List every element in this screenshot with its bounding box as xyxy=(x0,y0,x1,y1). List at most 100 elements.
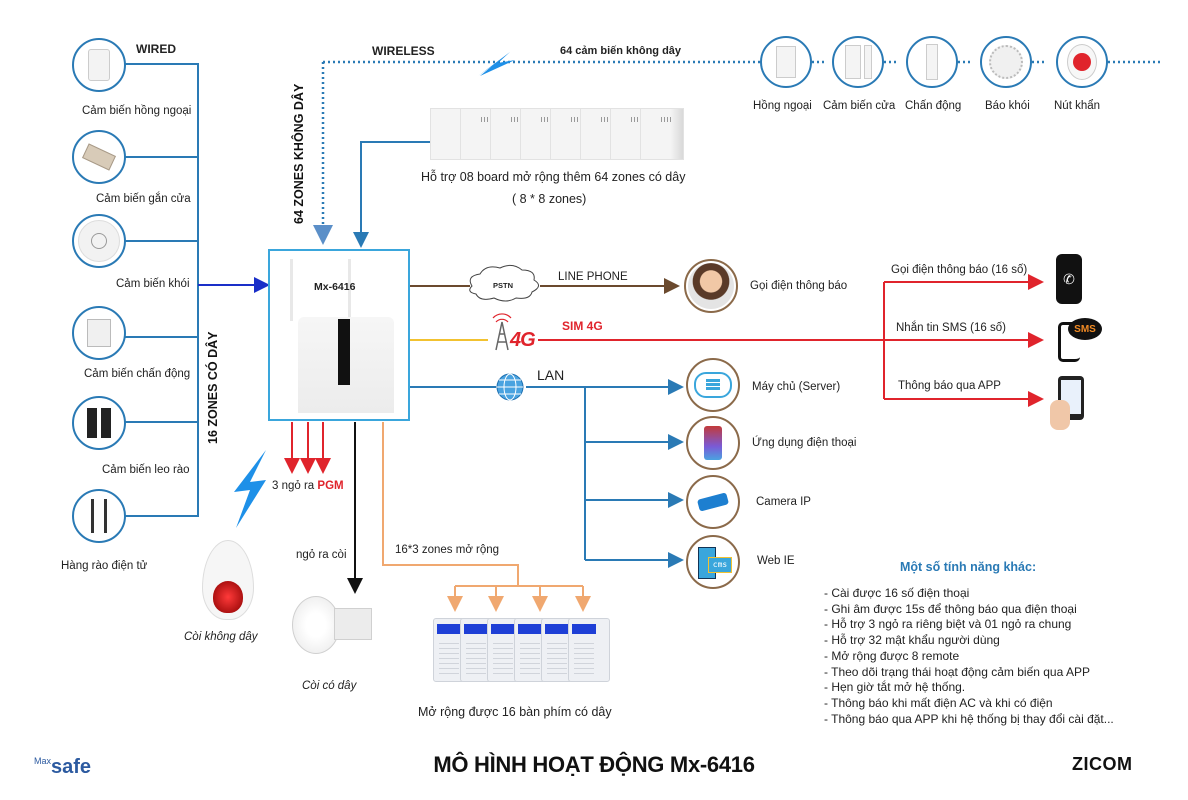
smoke-sensor-icon xyxy=(980,36,1032,88)
wireless-sensor-label: Chấn động xyxy=(905,100,962,112)
alarm-panel[interactable]: Mx-6416 xyxy=(268,249,410,421)
logo-prefix: Max xyxy=(34,756,52,766)
wireless-siren-label: Còi không dây xyxy=(184,631,258,643)
4g-tower-icon xyxy=(492,313,512,351)
panel-led-strip xyxy=(338,319,350,385)
wired-sensor-label: Cảm biến chấn động xyxy=(84,368,191,380)
vibration-sensor-icon xyxy=(72,306,126,360)
fence-sensor-icon xyxy=(72,396,126,450)
wired-sensor-label: Cảm biến hồng ngoại xyxy=(82,105,192,117)
mobile-app-icon xyxy=(686,416,740,470)
vibration-sensor-icon xyxy=(906,36,958,88)
wireless-dotted-line xyxy=(313,60,1160,245)
panel-body xyxy=(298,317,394,413)
keypad-screen xyxy=(518,624,542,634)
panel-model: Mx-6416 xyxy=(314,281,356,293)
zicom-logo: ZICOM xyxy=(1072,754,1133,774)
feature-item: - Hỗ trợ 32 mật khẩu người dùng xyxy=(824,633,1000,648)
keypad-keys xyxy=(466,639,486,675)
keypad-keys xyxy=(547,639,567,675)
keypad-screen xyxy=(491,624,515,634)
sms-icon: SMS xyxy=(1068,318,1102,340)
keypad-zones-label: 16*3 zones mở rộng xyxy=(395,544,500,556)
wireless-lightning-icon xyxy=(478,52,515,76)
wired-sensor-label: Cảm biến leo rào xyxy=(102,464,190,476)
web-cms-icon: cms xyxy=(686,535,740,589)
board-vents xyxy=(601,117,613,122)
wireless-sensor-label: Nút khẩn xyxy=(1054,100,1101,112)
feature-item: - Hẹn giờ tắt mở hệ thống. xyxy=(824,680,966,695)
feature-item: - Thông báo khi mất điện AC và khi có đi… xyxy=(824,695,1053,710)
feature-item: - Theo dõi trạng thái hoạt động cảm biến… xyxy=(824,664,1090,679)
wired-sensor-label: Cảm biến khói xyxy=(116,278,190,290)
pgm-highlight: PGM xyxy=(317,480,344,492)
antenna xyxy=(290,259,293,321)
pgm-label: 3 ngỏ ra PGM xyxy=(272,480,344,492)
line-phone-label: LINE PHONE xyxy=(558,271,628,283)
expansion-sublabel: ( 8 * 8 zones) xyxy=(512,192,587,206)
wired-bus xyxy=(124,63,199,517)
feature-item: - Cài được 16 số điện thoại xyxy=(824,586,970,600)
wired-siren-icon xyxy=(292,596,340,654)
expansion-label: Hỗ trợ 08 board mở rộng thêm 64 zones có… xyxy=(421,170,686,184)
pir-sensor-icon xyxy=(72,38,126,92)
keypad-icon xyxy=(433,618,465,682)
keypad-keys xyxy=(493,639,513,675)
feature-item: - Ghi âm được 15s để thông báo qua điện … xyxy=(824,601,1077,616)
features-list: - Cài được 16 số điện thoại- Ghi âm được… xyxy=(824,586,1114,727)
page-title: MÔ HÌNH HOẠT ĐỘNG Mx-6416 xyxy=(433,752,755,777)
keypad-caption: Mở rộng được 16 bàn phím có dây xyxy=(418,705,612,719)
panic-button-icon xyxy=(1056,36,1108,88)
feature-item: - Mở rộng được 8 remote xyxy=(824,648,960,663)
keypad-screen xyxy=(437,624,461,634)
pstn-cloud-icon xyxy=(469,264,539,302)
keypad-icon xyxy=(568,618,610,682)
wireless-sensor-label: Báo khói xyxy=(985,100,1030,112)
lan-target-label: Ứng dụng điện thoại xyxy=(752,437,857,449)
pir-sensor-icon xyxy=(760,36,812,88)
board-vents xyxy=(511,117,523,122)
notification-label: Gọi điện thông báo (16 số) xyxy=(891,264,1028,276)
caller-avatar-icon xyxy=(684,259,738,313)
lan-target-label: Máy chủ (Server) xyxy=(752,381,841,393)
pgm-arrows xyxy=(284,422,331,474)
board-vents xyxy=(481,117,493,122)
cms-badge: cms xyxy=(708,557,732,573)
keypad-icon xyxy=(514,618,546,682)
4g-badge: 4G xyxy=(510,329,536,351)
board-vents xyxy=(541,117,553,122)
ip-camera-icon xyxy=(686,475,740,529)
notification-label: Nhắn tin SMS (16 số) xyxy=(896,322,1006,334)
wireless-siren-icon xyxy=(202,540,254,620)
board-vents xyxy=(631,117,643,122)
sim-4g-label: SIM 4G xyxy=(562,319,603,333)
board-vents xyxy=(571,117,583,122)
globe-icon xyxy=(496,373,524,401)
maxsafe-logo: Maxsafe xyxy=(34,756,91,779)
door-sensor-icon xyxy=(832,36,884,88)
antenna xyxy=(348,259,351,321)
siren-lightning-icon xyxy=(234,450,266,528)
lan-label: LAN xyxy=(537,367,565,383)
wireless-sensor-label: Hồng ngoại xyxy=(753,100,812,112)
keypad-screen xyxy=(572,624,596,634)
hand-icon xyxy=(1050,400,1070,430)
wireless-count-label: 64 cảm biến không dây xyxy=(560,45,682,57)
keypad-keys xyxy=(520,639,540,675)
expansion-board-icon xyxy=(640,108,684,160)
pstn-target-label: Gọi điện thông báo xyxy=(750,280,848,292)
smoke-sensor-icon xyxy=(72,214,126,268)
wireless-sensor-label: Cảm biến cửa xyxy=(823,100,896,112)
features-heading: Một số tính năng khác: xyxy=(900,560,1037,574)
keypad-screen xyxy=(464,624,488,634)
logo-name: safe xyxy=(51,756,92,778)
electric-fence-icon xyxy=(72,489,126,543)
keypad-keys xyxy=(574,639,594,675)
wireless-heading: WIRELESS xyxy=(372,44,435,58)
wired-sensor-label: Hàng rào điện tử xyxy=(61,560,148,572)
lan-target-label: Camera IP xyxy=(756,496,811,508)
pgm-prefix: 3 ngỏ ra xyxy=(272,480,318,492)
wired-siren-body xyxy=(334,608,372,640)
wired-heading: WIRED xyxy=(136,42,176,56)
